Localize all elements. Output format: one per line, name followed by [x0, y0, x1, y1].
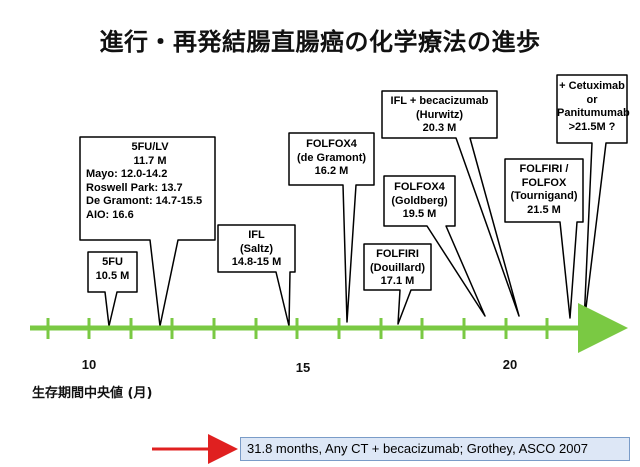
callout-line: 17.1 M	[380, 275, 415, 287]
callout-shape-cetux	[556, 74, 628, 325]
axis-title: 生存期間中央値 (月)	[32, 386, 153, 401]
callout-line: (Tournigand)	[510, 190, 578, 202]
tick-label-10: 10	[81, 357, 97, 372]
callout-line: 5FU	[102, 256, 123, 268]
callout-line: FOLFOX4	[394, 181, 445, 193]
callout-shape-folfiri-folfox	[504, 158, 584, 319]
callout-shape-folfiri-d	[363, 243, 432, 325]
callout-line: FOLFIRI /	[519, 163, 569, 175]
callout-shape-5fulv	[79, 136, 216, 327]
callout-folfox4-goldberg: FOLFOX4 (Goldberg) 19.5 M	[384, 181, 455, 222]
callout-line: 10.5 M	[95, 269, 130, 282]
callout-line: >21.5M ?	[568, 120, 616, 133]
callout-shape-folfox4-g	[383, 175, 486, 317]
callout-line: FOLFOX4	[306, 138, 357, 150]
callout-line: 14.8-15 M	[231, 256, 282, 268]
callout-5fu: 5FU 10.5 M	[88, 256, 137, 283]
callout-shape-folfox4-dg	[288, 132, 375, 323]
callout-line: 20.3 M	[422, 122, 457, 134]
tick-label-20: 20	[502, 357, 518, 372]
callout-folfiri-folfox-tournigand: FOLFIRI / FOLFOX (Tournigand) 21.5 M	[505, 163, 583, 217]
callout-shape-ifl	[217, 224, 296, 327]
callout-line: IFL	[248, 229, 265, 241]
callout-line: IFL + becacizumab	[390, 95, 489, 107]
callout-line: De Gramont: 14.7-15.5	[86, 195, 203, 207]
callout-line: (Douillard)	[370, 261, 425, 274]
callout-ifl-bev-hurwitz: IFL + becacizumab (Hurwitz) 20.3 M	[382, 95, 497, 136]
tick-label-15: 15	[295, 360, 311, 375]
callout-folfiri-douillard: FOLFIRI (Douillard) 17.1 M	[364, 248, 431, 289]
callout-line: 11.7 M	[133, 154, 167, 167]
callout-line: 19.5 M	[402, 208, 437, 220]
timeline-ticks	[46, 318, 591, 339]
callout-folfox4-degramont: FOLFOX4 (de Gramont) 16.2 M	[289, 138, 374, 179]
callout-shape-ifl-bev	[381, 90, 520, 317]
callout-line: AIO: 16.6	[86, 208, 134, 221]
callout-line: + Cetuximab	[559, 80, 625, 92]
callout-line: Mayo: 12.0-14.2	[86, 168, 168, 180]
callout-line: (de Gramont)	[296, 151, 367, 164]
callout-line: Panitumumab	[557, 107, 630, 119]
callout-ifl: IFL (Saltz) 14.8-15 M	[218, 229, 295, 270]
callout-line: Roswell Park: 13.7	[86, 181, 183, 194]
callout-line: or	[586, 93, 598, 106]
page-title: 進行・再発結腸直腸癌の化学療法の進歩	[99, 28, 541, 56]
callout-line: FOLFIRI	[376, 248, 419, 260]
callout-line: (Saltz)	[240, 242, 273, 255]
callout-5fulv: 5FU/LV 11.7 M Mayo: 12.0-14.2 Roswell Pa…	[86, 141, 214, 222]
callout-shape-5fu	[87, 251, 138, 327]
callout-line: 16.2 M	[314, 165, 349, 177]
reference-note: 31.8 months, Any CT + becacizumab; Groth…	[240, 437, 630, 461]
callout-line: (Hurwitz)	[415, 108, 464, 121]
callout-line: FOLFOX	[521, 176, 567, 189]
callout-line: 5FU/LV	[131, 141, 169, 153]
callout-cetuximab-panitumumab: + Cetuximab or Panitumumab >21.5M ?	[557, 80, 630, 134]
callout-line: 21.5 M	[527, 203, 561, 216]
callout-line: (Goldberg)	[391, 194, 448, 207]
